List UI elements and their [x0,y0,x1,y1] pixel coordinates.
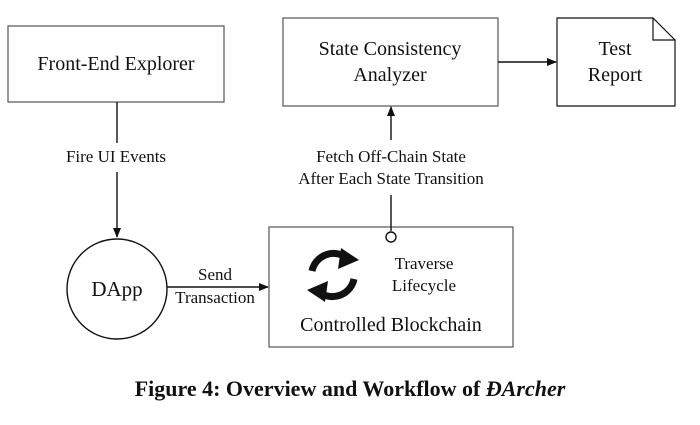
fetch-state-label-line1: Fetch Off-Chain State [316,147,466,166]
fire-ui-events-label: Fire UI Events [66,147,166,166]
cycle-arrows-icon [307,248,359,302]
frontend-explorer-node: Front-End Explorer [7,25,225,103]
test-report-node: Test Report [556,17,676,107]
controlled-blockchain-label: Controlled Blockchain [300,314,482,336]
test-report-label-line1: Test [598,38,631,60]
figure-caption-emphasis: ĐArcher [485,376,566,401]
state-transition-hook [385,231,397,243]
traverse-lifecycle-line1: Traverse [395,254,454,273]
test-report-label-line2: Report [588,64,643,86]
dapp-node: DApp [66,238,168,340]
controlled-blockchain-node: Traverse Lifecycle Controlled Blockchain [268,226,514,348]
fetch-state-label-line2: After Each State Transition [298,169,484,188]
dapp-label: DApp [91,277,142,301]
send-transaction-label-line2: Transaction [175,288,255,307]
state-analyzer-label-line2: Analyzer [353,64,427,86]
send-transaction-label-line1: Send [198,265,233,284]
frontend-explorer-label: Front-End Explorer [37,53,195,75]
figure-caption-text: Figure 4: Overview and Workflow of [134,376,486,401]
state-analyzer-label-line1: State Consistency [319,38,462,60]
figure-caption: Figure 4: Overview and Workflow of ĐArch… [0,376,700,402]
state-analyzer-node: State Consistency Analyzer [282,17,499,107]
traverse-lifecycle-line2: Lifecycle [392,276,456,295]
